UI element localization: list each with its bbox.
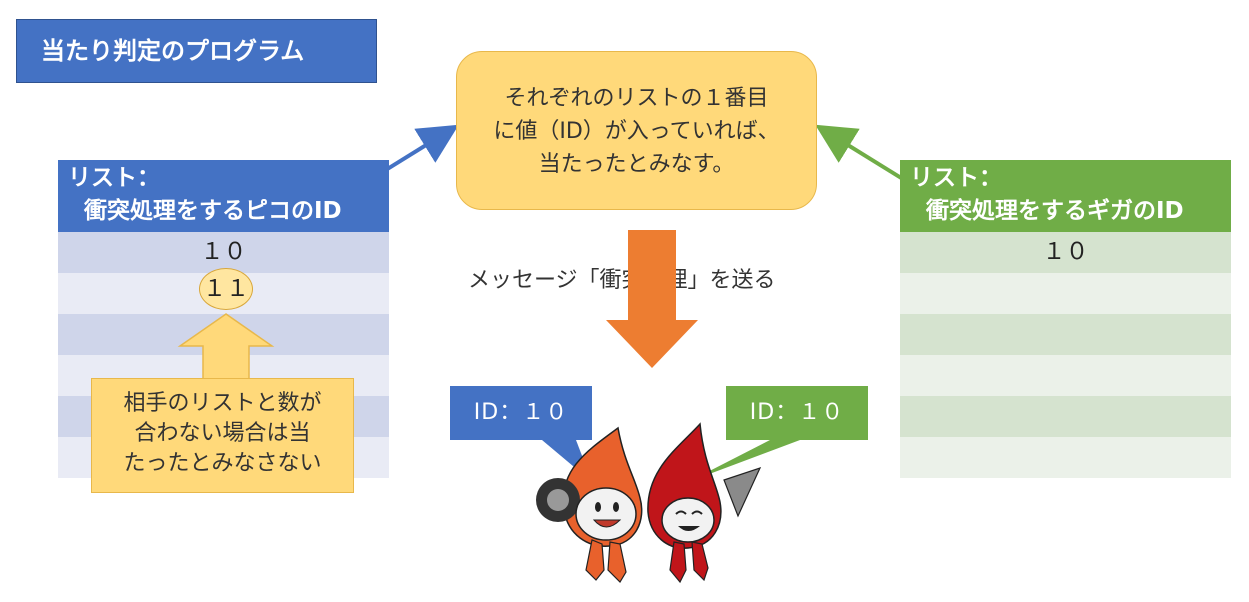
right-bubble-tail xyxy=(688,440,800,482)
pico-list-header: リスト： 衝突処理をするピコのID xyxy=(58,160,389,232)
giga-id-list: リスト： 衝突処理をするギガのID １０ xyxy=(900,160,1231,478)
giga-id-bubble: ID：１０ xyxy=(726,386,868,440)
list-item: １０ xyxy=(900,232,1231,273)
list-item xyxy=(900,314,1231,355)
pico-character-icon xyxy=(536,426,643,583)
mismatch-line-2: 合わない場合は当 xyxy=(134,421,311,446)
giga-list-header: リスト： 衝突処理をするギガのID xyxy=(900,160,1231,232)
rule-line-1: それぞれのリストの１番目 xyxy=(504,86,769,111)
pico-list-header-line1: リスト： xyxy=(68,165,160,191)
characters-illustration xyxy=(536,422,762,584)
mismatch-line-1: 相手のリストと数が xyxy=(123,391,322,416)
message-label: メッセージ「衝突処理」を送る xyxy=(468,268,776,293)
giga-list-header-line1: リスト： xyxy=(910,165,1002,191)
giga-character-icon xyxy=(647,422,762,584)
down-arrow-icon xyxy=(606,230,698,368)
mismatch-note: 相手のリストと数が 合わない場合は当 たったとみなさない xyxy=(91,378,354,493)
page-title: 当たり判定のプログラム xyxy=(16,19,377,83)
pico-list-header-line2: 衝突処理をするピコのID xyxy=(84,198,342,224)
rule-line-3: 当たったとみなす。 xyxy=(538,152,735,177)
mismatch-value-highlight: １１ xyxy=(199,268,253,310)
rule-line-2: に値（ID）が入っていれば、 xyxy=(493,119,780,144)
list-item xyxy=(900,396,1231,437)
rule-note: それぞれのリストの１番目 に値（ID）が入っていれば、 当たったとみなす。 xyxy=(456,51,817,210)
giga-list-header-line2: 衝突処理をするギガのID xyxy=(926,198,1184,224)
mismatch-line-3: たったとみなさない xyxy=(123,451,322,476)
list-item xyxy=(900,437,1231,478)
list-item: １０ xyxy=(58,232,389,273)
list-item xyxy=(900,355,1231,396)
up-arrow-icon xyxy=(177,313,275,381)
list-item xyxy=(900,273,1231,314)
pico-id-bubble: ID：１０ xyxy=(450,386,592,440)
